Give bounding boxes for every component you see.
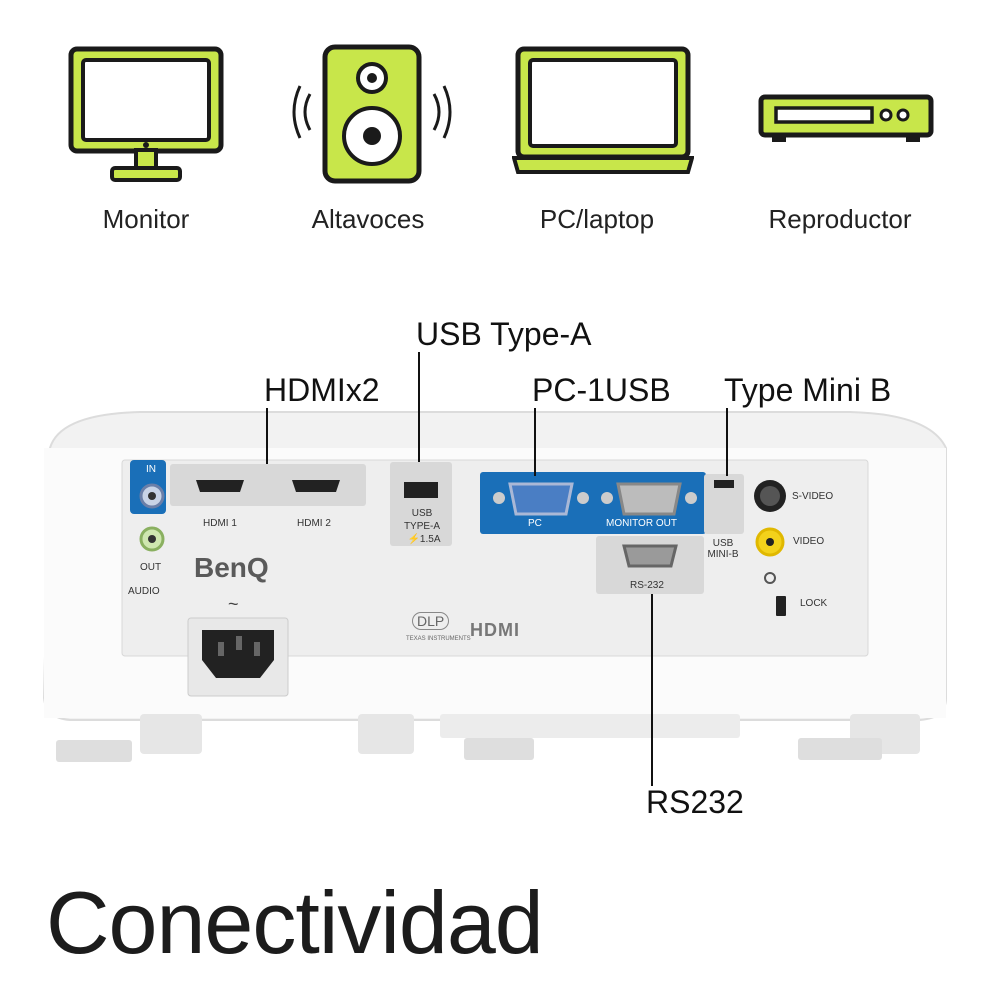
monitor-out-label: MONITOR OUT: [606, 518, 677, 529]
dlp-sub: TEXAS INSTRUMENTS: [406, 636, 471, 642]
device-label-monitor: Monitor: [102, 204, 190, 234]
leader-hdmi: [266, 408, 268, 464]
audio-in-label: IN: [146, 464, 156, 475]
rs232-port-label: RS-232: [630, 580, 664, 591]
projector-rear-image: [42, 411, 947, 762]
s-video-label: S-VIDEO: [792, 491, 834, 502]
audio-label: AUDIO: [128, 586, 160, 597]
leader-rs232: [651, 594, 653, 786]
lock-label: LOCK: [800, 598, 828, 609]
usb-mini-label-1: USB: [712, 538, 734, 549]
callout-usb-type-a: USB Type-A: [416, 316, 592, 352]
monitor-icon: [68, 46, 224, 182]
audio-out-label: OUT: [140, 562, 162, 573]
speaker-icon: [292, 44, 452, 184]
leader-mini-b: [726, 408, 728, 476]
video-label: VIDEO: [793, 536, 825, 547]
benq-logo: BenQ: [194, 552, 269, 583]
page-title: Conectividad: [46, 873, 544, 972]
hdmi-logo: HDMI: [470, 620, 520, 640]
device-label-laptop: PC/laptop: [539, 204, 655, 234]
power-symbol: ~: [228, 594, 239, 614]
player-icon: [758, 94, 934, 142]
device-label-player: Reproductor: [768, 204, 912, 234]
callout-rs232: RS232: [646, 784, 744, 820]
laptop-icon: [512, 46, 694, 174]
leader-usb-type-a: [418, 352, 420, 462]
callout-mini-b: Type Mini B: [724, 372, 892, 408]
callout-hdmi: HDMIx2: [264, 372, 380, 408]
pc-port-label: PC: [528, 518, 542, 529]
callout-pc-usb: PC-1USB: [532, 372, 671, 408]
device-label-speakers: Altavoces: [311, 204, 425, 234]
hdmi1-label: HDMI 1: [203, 518, 237, 529]
hdmi2-label: HDMI 2: [297, 518, 331, 529]
usb-mini-label-2: MINI-B: [707, 549, 739, 560]
usb-a-label-1: USB: [411, 508, 433, 519]
leader-pc-usb: [534, 408, 536, 476]
usb-a-label-2: TYPE-A: [403, 521, 441, 532]
usb-a-label-3: ⚡1.5A: [407, 534, 441, 545]
dlp-logo: DLP: [412, 612, 450, 630]
